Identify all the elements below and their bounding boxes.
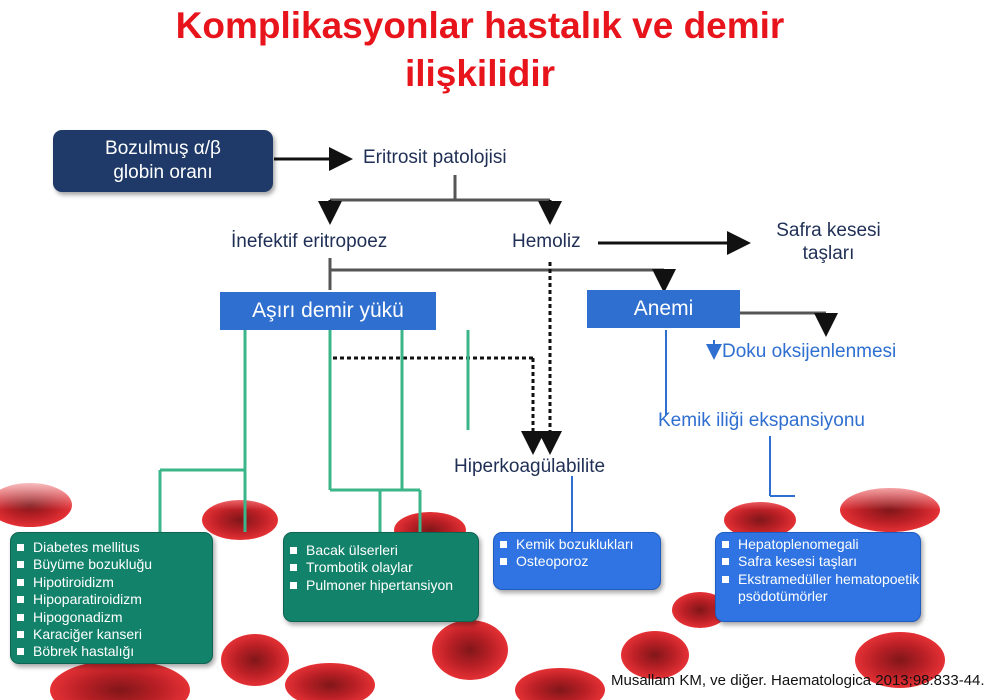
hepatic-item-text: Hepatoplenomegali bbox=[738, 536, 859, 552]
bullet-square-icon bbox=[17, 561, 24, 569]
endocrine-item-text: Hipotiroidizm bbox=[33, 573, 114, 590]
vascular-list-item: Pulmoner hipertansiyon bbox=[284, 577, 478, 594]
endocrine-list-item: Böbrek hastalığı bbox=[11, 643, 212, 660]
hypercoagulability-label: Hiperkoagülabilite bbox=[454, 456, 606, 477]
slide-title: Komplikasyonlar hastalık ve demir ilişki… bbox=[0, 2, 960, 98]
bullet-square-icon bbox=[17, 613, 24, 621]
bullet-square-icon bbox=[17, 631, 24, 639]
bullet-square-icon bbox=[500, 558, 507, 566]
iron-overload-box: Aşırı demir yükü bbox=[220, 292, 436, 330]
vascular-item-text: Trombotik olaylar bbox=[306, 559, 413, 576]
endocrine-list-item: Büyüme bozukluğu bbox=[11, 556, 212, 573]
citation: Musallam KM, ve diğer. Haematologica 201… bbox=[611, 672, 985, 689]
anemia-box: Anemi bbox=[587, 290, 740, 328]
endocrine-list-item: Hipoparatiroidizm bbox=[11, 591, 212, 608]
bone-item-text: Kemik bozuklukları bbox=[516, 536, 634, 552]
bullet-square-icon bbox=[722, 541, 729, 548]
bullet-square-icon bbox=[17, 578, 24, 586]
endocrine-item-text: Böbrek hastalığı bbox=[33, 643, 135, 660]
endocrine-list-item: Karaciğer kanseri bbox=[11, 626, 212, 643]
bullet-square-icon bbox=[290, 581, 297, 589]
hepatic-item-text: Safra kesesi taşları bbox=[738, 553, 858, 570]
endocrine-item-text: Hipogonadizm bbox=[33, 608, 123, 625]
endocrine-list-item: Hipotiroidizm bbox=[11, 574, 212, 591]
connector-lines bbox=[158, 147, 838, 532]
hepatic-item-text: Ekstramedüller hematopoetik psödotümörle… bbox=[738, 570, 920, 605]
vascular-item-text: Pulmoner hipertansiyon bbox=[306, 576, 454, 593]
title-line-2: ilişkilidir bbox=[404, 53, 556, 94]
erythrocyte-pathology-label: Eritrosit patolojisi bbox=[363, 147, 507, 168]
bullet-square-icon bbox=[722, 558, 729, 566]
bullet-square-icon bbox=[17, 544, 24, 551]
title-line-1: Komplikasyonlar hastalık ve demir bbox=[175, 5, 785, 46]
endocrine-item-text: Diabetes mellitus bbox=[33, 539, 140, 555]
bone-marrow-expansion-label: Kemik iliği ekspansiyonu bbox=[658, 410, 865, 431]
globin-ratio-box: Bozulmuş α/β globin oranı bbox=[53, 130, 273, 192]
endocrine-item-text: Hipoparatiroidizm bbox=[33, 591, 142, 608]
hemolysis-label: Hemoliz bbox=[512, 231, 581, 252]
bullet-square-icon bbox=[722, 575, 729, 583]
globin-ratio-line-2: globin oranı bbox=[113, 162, 213, 183]
vascular-item-text: Bacak ülserleri bbox=[306, 542, 398, 558]
gallstones-line-1: Safra kesesi bbox=[776, 220, 881, 241]
tissue-oxygenation-label: Doku oksijenlenmesi bbox=[722, 341, 897, 362]
hepatic-list-item: Safra kesesi taşları bbox=[716, 553, 920, 570]
bone-list-item: Kemik bozuklukları bbox=[494, 536, 660, 553]
bone-list-item: Osteoporoz bbox=[494, 553, 660, 570]
bullet-square-icon bbox=[17, 648, 24, 656]
hepatic-list-item: Hepatoplenomegali bbox=[716, 536, 920, 553]
gallstones-line-2: taşları bbox=[802, 243, 855, 264]
endocrine-item-text: Büyüme bozukluğu bbox=[33, 556, 153, 573]
endocrine-list-item: Diabetes mellitus bbox=[11, 539, 212, 556]
endocrine-item-text: Karaciğer kanseri bbox=[33, 626, 142, 643]
bullet-square-icon bbox=[290, 564, 297, 572]
gallstones-label: Safra kesesi taşları bbox=[756, 219, 901, 265]
globin-ratio-line-1: Bozulmuş α/β bbox=[105, 138, 221, 159]
bullet-square-icon bbox=[17, 596, 24, 604]
ineffective-erythropoiesis-label: İnefektif eritropoez bbox=[231, 231, 388, 252]
bullet-square-icon bbox=[290, 547, 297, 554]
bullet-square-icon bbox=[500, 541, 507, 548]
endocrine-list-item: Hipogonadizm bbox=[11, 609, 212, 626]
bone-item-text: Osteoporoz bbox=[516, 553, 589, 570]
vascular-list-item: Trombotik olaylar bbox=[284, 559, 478, 576]
vascular-list-item: Bacak ülserleri bbox=[284, 542, 478, 559]
hepatic-list-item: Ekstramedüller hematopoetik psödotümörle… bbox=[716, 571, 920, 606]
